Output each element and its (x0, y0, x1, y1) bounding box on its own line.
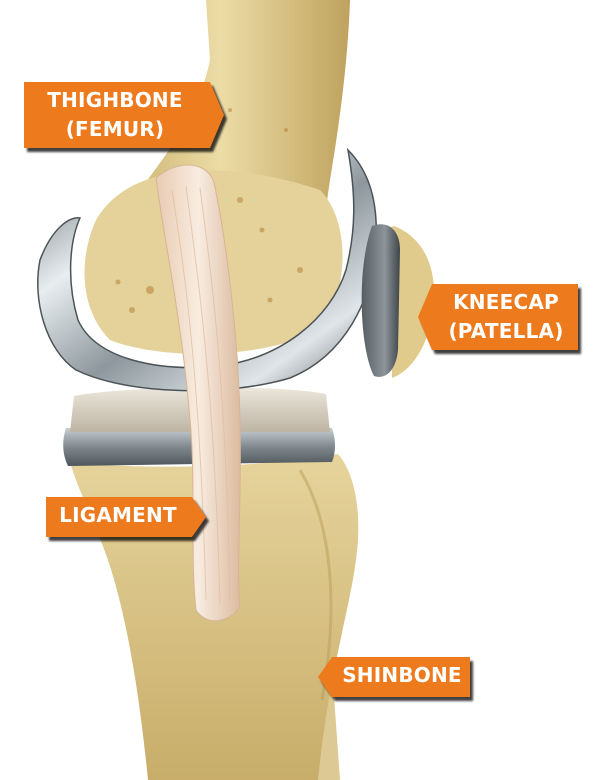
femur-label: THIGHBONE (FEMUR) (24, 82, 224, 148)
femur-label-line1: THIGHBONE (24, 82, 224, 111)
ligament-label-text: LIGAMENT (46, 497, 206, 526)
patella-label-line2: (PATELLA) (418, 313, 578, 342)
tibia-label: SHINBONE (318, 657, 470, 697)
patella-label-line1: KNEECAP (418, 284, 578, 313)
ligament-label: LIGAMENT (46, 497, 206, 537)
tibia-label-text: SHINBONE (318, 657, 470, 686)
patella-label: KNEECAP (PATELLA) (418, 284, 578, 350)
femur-label-line2: (FEMUR) (24, 111, 224, 140)
patella-button (362, 224, 400, 377)
